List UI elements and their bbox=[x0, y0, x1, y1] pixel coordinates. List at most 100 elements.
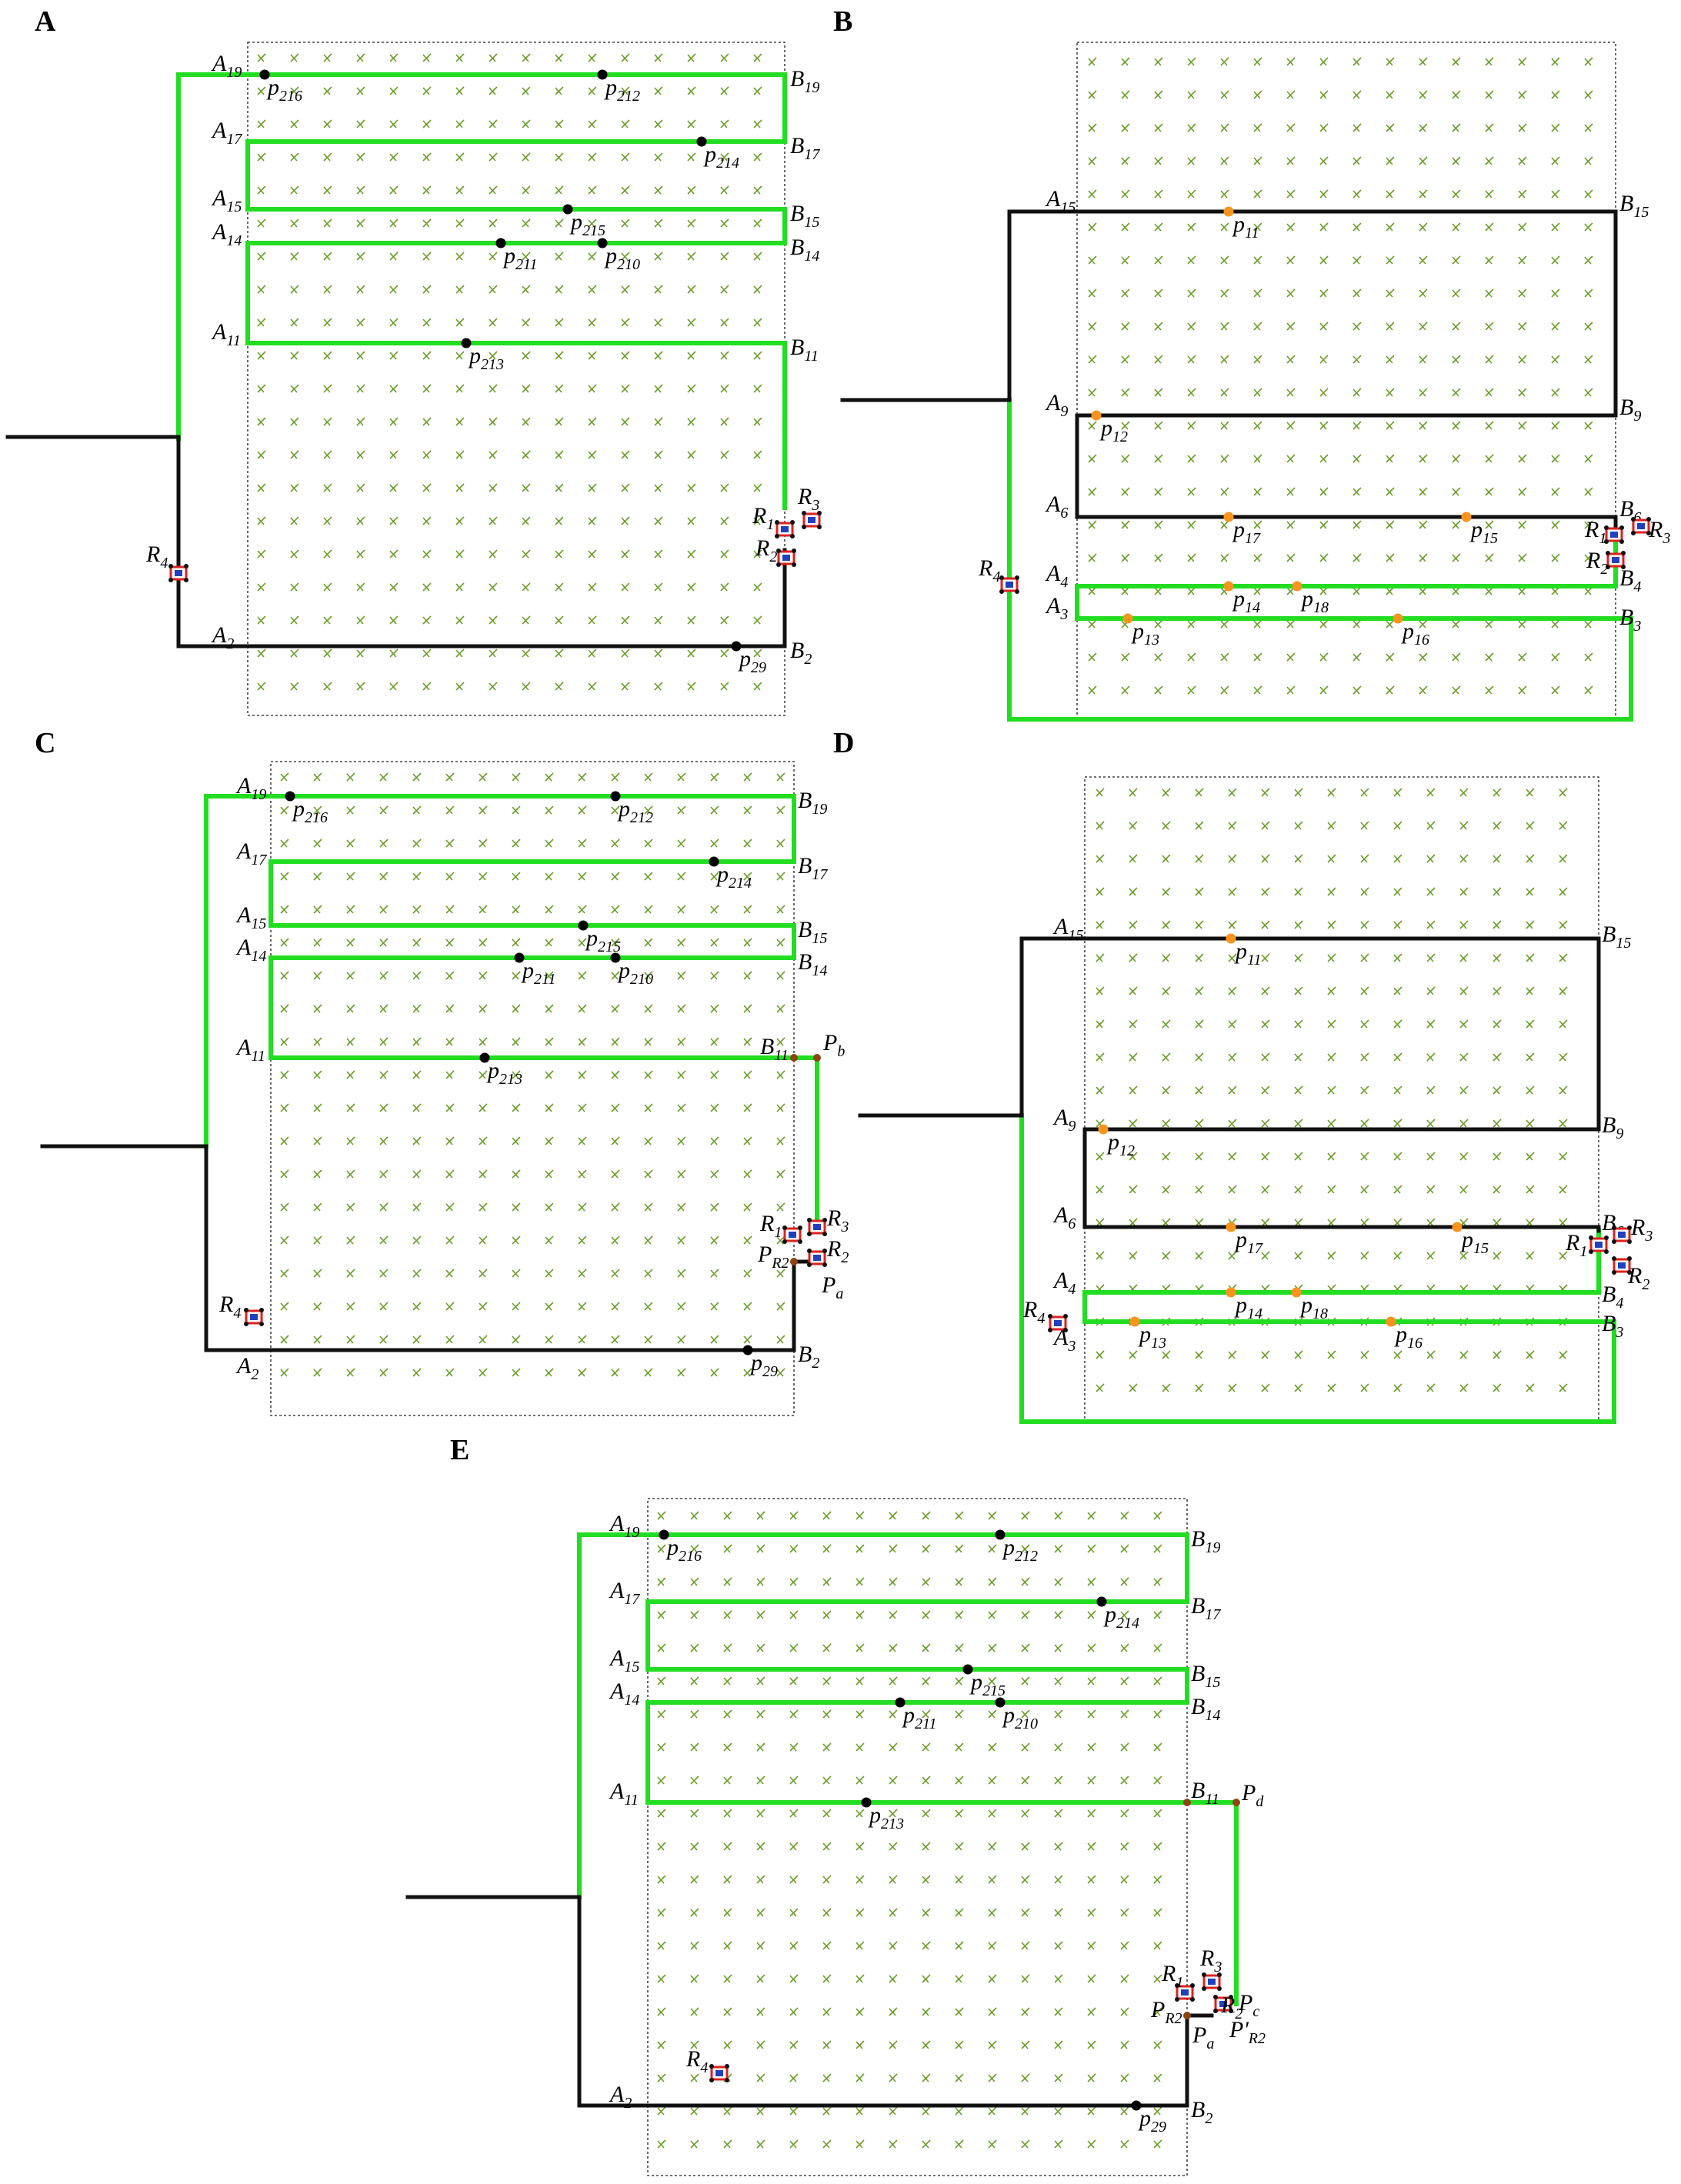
crop-plant-icon bbox=[1319, 619, 1329, 629]
crop-plant-icon bbox=[822, 1875, 832, 1884]
crop-plant-icon bbox=[489, 252, 498, 261]
crop-plant-icon bbox=[1187, 553, 1196, 562]
crop-plant-icon bbox=[290, 252, 299, 261]
crop-plant-icon bbox=[1096, 788, 1105, 797]
crop-plant-icon bbox=[1187, 123, 1196, 132]
robot-label: R2 bbox=[755, 535, 777, 565]
crop-plant-icon bbox=[856, 2073, 865, 2082]
route-black bbox=[405, 1895, 1214, 2108]
crop-plant-icon bbox=[389, 318, 399, 327]
row-end-label: B19 bbox=[790, 66, 819, 96]
crop-plant-icon bbox=[1195, 788, 1204, 797]
crop-plant-icon bbox=[756, 1742, 765, 1752]
crop-plant-icon bbox=[389, 86, 399, 95]
crop-plant-icon bbox=[555, 119, 564, 128]
crop-plant-icon bbox=[1154, 553, 1163, 562]
crop-plant-icon bbox=[1088, 222, 1097, 232]
row-start-label: A6 bbox=[1045, 492, 1068, 522]
crop-plant-icon bbox=[690, 2073, 699, 2082]
crop-plant-icon bbox=[1054, 1842, 1063, 1851]
crop-plant-icon bbox=[743, 938, 752, 947]
crop-plant-icon bbox=[1294, 1119, 1303, 1128]
crop-plant-icon bbox=[1452, 57, 1461, 66]
crop-plant-icon bbox=[723, 1941, 732, 1950]
route-black bbox=[858, 936, 1601, 1233]
crop-plant-icon bbox=[644, 938, 653, 947]
crop-plant-icon bbox=[720, 649, 729, 658]
robot-label: R1 bbox=[1584, 517, 1606, 547]
crop-plant-icon bbox=[1551, 255, 1560, 265]
crop-plant-icon bbox=[611, 905, 620, 914]
crop-plant-icon bbox=[1054, 1709, 1063, 1719]
crop-plant-icon bbox=[776, 1368, 785, 1377]
crop-plant-icon bbox=[1187, 652, 1196, 662]
crop-plant-icon bbox=[356, 185, 365, 195]
row-start-label: A14 bbox=[211, 219, 242, 249]
crop-plant-icon bbox=[1459, 1019, 1469, 1029]
crop-plant-icon bbox=[1120, 1544, 1129, 1553]
crop-plant-icon bbox=[1518, 454, 1527, 463]
waypoint-p15 bbox=[1452, 1222, 1463, 1232]
crop-plant-icon bbox=[1551, 90, 1560, 99]
crop-plant-icon bbox=[644, 1235, 653, 1245]
crop-plant-icon bbox=[611, 1037, 620, 1046]
waypoint-b11 bbox=[1183, 1799, 1191, 1806]
crop-plant-icon bbox=[1551, 288, 1560, 298]
crop-plant-icon bbox=[522, 450, 531, 459]
crop-plant-icon bbox=[1054, 1941, 1063, 1950]
crop-plant-icon bbox=[644, 839, 653, 848]
crop-plant-icon bbox=[1452, 421, 1461, 430]
crop-plant-icon bbox=[621, 285, 630, 294]
crop-plant-icon bbox=[1187, 189, 1196, 198]
crop-plant-icon bbox=[445, 1169, 455, 1179]
crop-plant-icon bbox=[578, 1335, 587, 1344]
crop-plant-icon bbox=[280, 772, 289, 782]
crop-plant-icon bbox=[955, 1941, 964, 1950]
row-end-label: B9 bbox=[1619, 395, 1641, 425]
waypoint-p17 bbox=[1226, 1222, 1236, 1232]
crop-plant-icon bbox=[1551, 189, 1560, 198]
crop-plant-icon bbox=[756, 1610, 765, 1619]
crop-plant-icon bbox=[1526, 1185, 1535, 1194]
crop-plant-icon bbox=[257, 53, 266, 62]
crop-plant-icon bbox=[1120, 1776, 1129, 1785]
crop-plant-icon bbox=[323, 384, 332, 393]
waypoint-label: p211 bbox=[902, 1702, 937, 1732]
crop-plant-icon bbox=[1485, 355, 1494, 364]
crop-plant-icon bbox=[657, 1742, 666, 1752]
crop-plant-icon bbox=[1054, 1809, 1063, 1818]
crop-plant-icon bbox=[1096, 1251, 1105, 1260]
crop-plant-icon bbox=[856, 1908, 865, 1917]
crop-plant-icon bbox=[422, 384, 432, 393]
crop-plant-icon bbox=[856, 1776, 865, 1785]
row-start-label: A17 bbox=[235, 839, 267, 869]
crop-plant-icon bbox=[1153, 1709, 1162, 1719]
crop-plant-icon bbox=[1294, 1350, 1303, 1359]
crop-plant-icon bbox=[1054, 1742, 1063, 1752]
crop-plant-icon bbox=[723, 1974, 732, 1983]
crop-plant-icon bbox=[422, 318, 432, 327]
crop-plant-icon bbox=[1253, 123, 1262, 132]
crop-plant-icon bbox=[1485, 189, 1494, 198]
crop-plant-icon bbox=[1088, 454, 1097, 463]
crop-plant-icon bbox=[545, 839, 554, 848]
crop-plant-icon bbox=[1120, 1577, 1129, 1586]
crop-plant-icon bbox=[346, 1302, 355, 1311]
crop-plant-icon bbox=[1021, 1974, 1030, 1983]
crop-plant-icon bbox=[512, 938, 521, 947]
crop-plant-icon bbox=[922, 1974, 931, 1983]
crop-plant-icon bbox=[1187, 454, 1196, 463]
crop-plant-icon bbox=[1021, 1742, 1030, 1752]
crop-plant-icon bbox=[621, 417, 630, 426]
crop-plant-icon bbox=[1228, 920, 1237, 929]
crop-plant-icon bbox=[1386, 454, 1395, 463]
crop-plant-icon bbox=[720, 615, 729, 625]
crop-plant-icon bbox=[889, 2073, 898, 2082]
crop-plant-icon bbox=[1096, 1185, 1105, 1194]
crop-plant-icon bbox=[1319, 123, 1329, 132]
crop-plant-icon bbox=[1121, 255, 1130, 265]
crop-plant-icon bbox=[445, 1103, 455, 1112]
crop-plant-icon bbox=[323, 53, 332, 62]
crop-plant-icon bbox=[657, 2007, 666, 2016]
crop-plant-icon bbox=[756, 1842, 765, 1851]
